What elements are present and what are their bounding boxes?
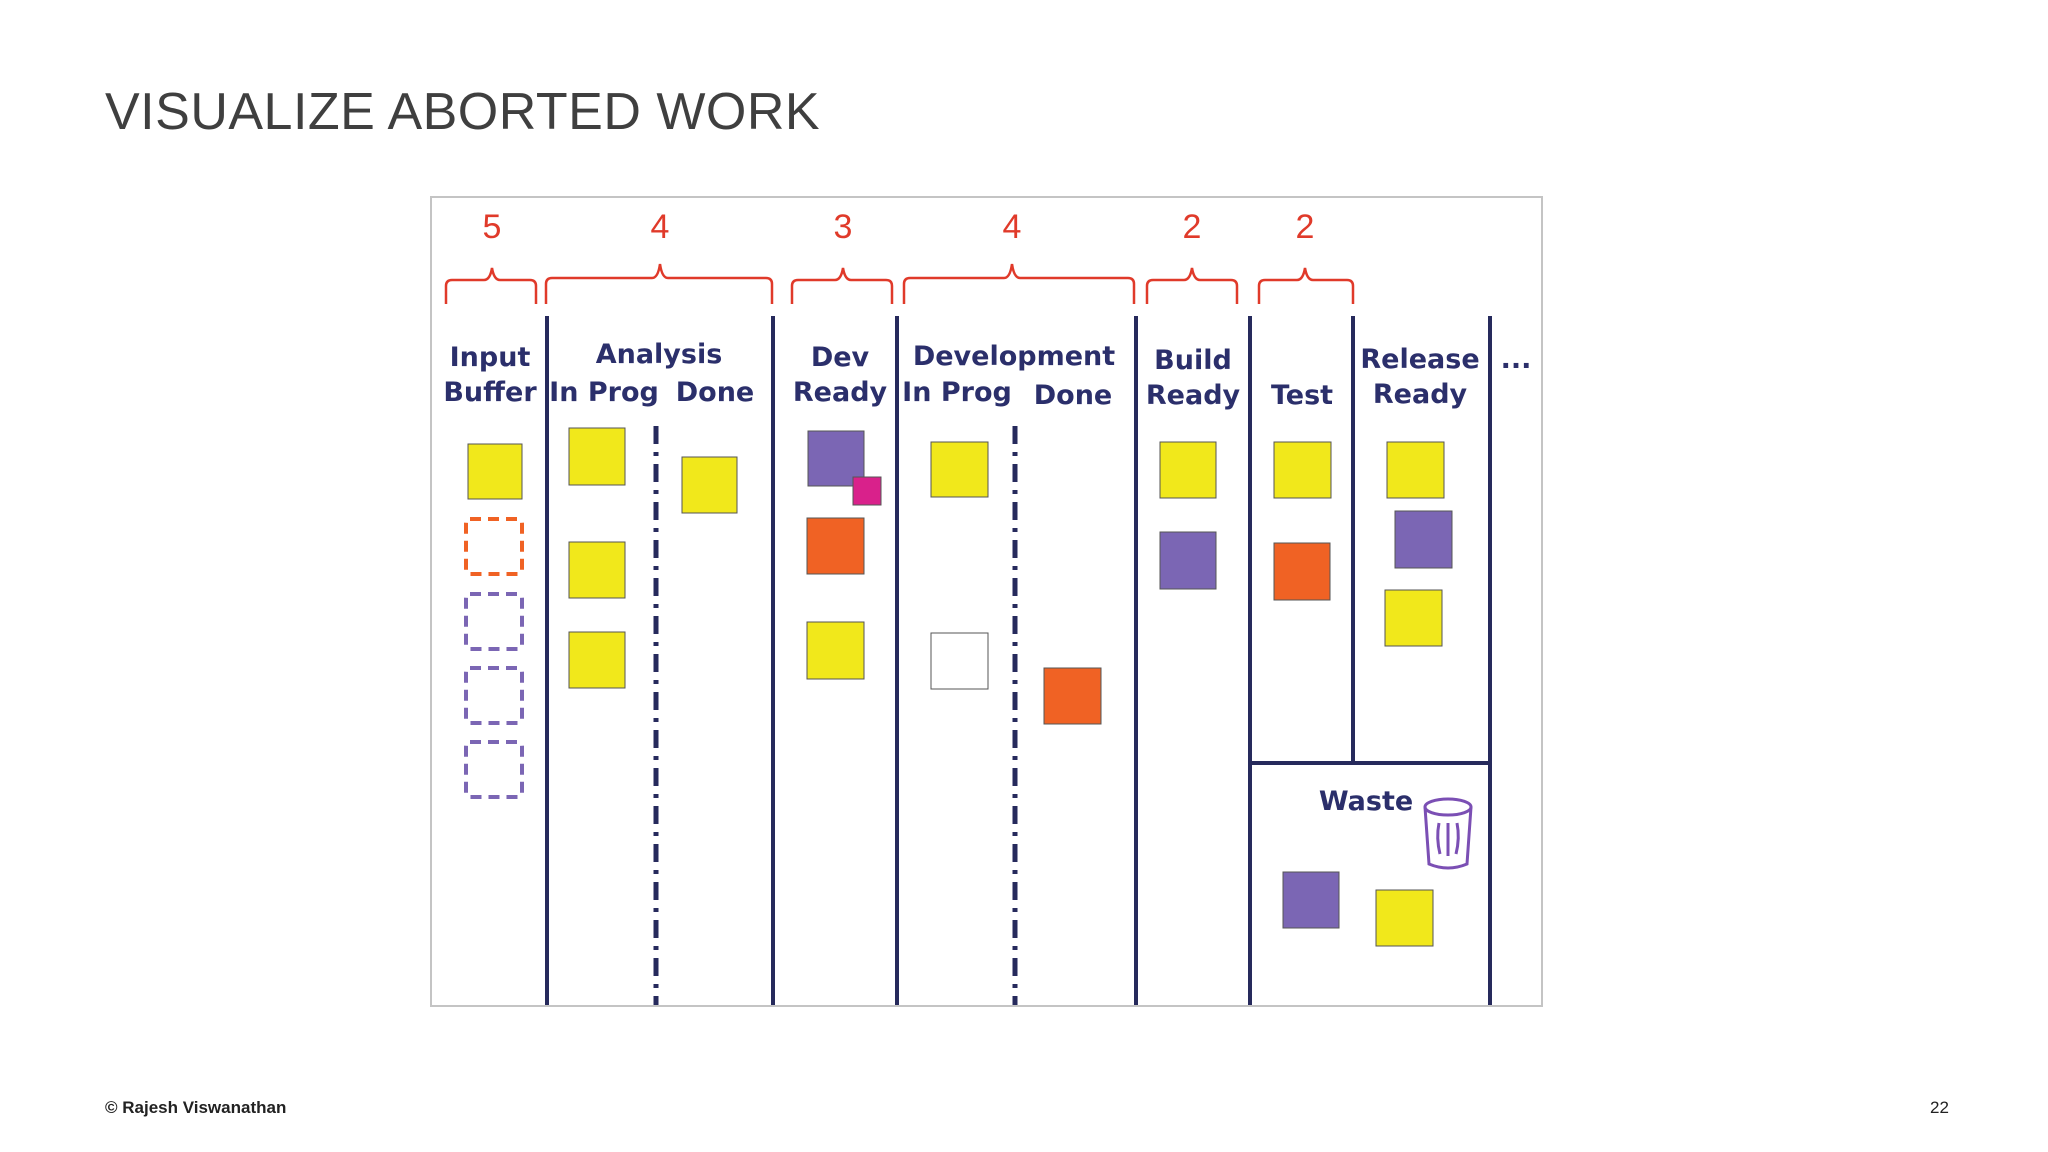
header-dev-ready: Ready <box>793 377 888 408</box>
brace-build-ready <box>1145 267 1239 304</box>
wip-limit-test: 2 <box>1296 208 1315 246</box>
header-development: Development <box>913 341 1115 372</box>
header-analysis-in-prog: In Prog <box>549 377 659 408</box>
header-input: Input <box>450 342 531 373</box>
wip-limit-development: 4 <box>1003 208 1022 246</box>
card-dev-ready-tag <box>852 476 882 506</box>
wip-limit-input-buffer: 5 <box>483 208 502 246</box>
card-analysis-in-prog-3 <box>568 631 626 689</box>
brace-test <box>1257 267 1355 304</box>
brace-dev-ready <box>790 267 894 304</box>
card-release-ready-1 <box>1386 441 1445 499</box>
card-input-buffer-1 <box>467 443 523 500</box>
brace-analysis <box>544 263 774 304</box>
card-input-buffer-placeholder-purple <box>464 592 524 651</box>
card-development-in-prog-1 <box>930 441 989 498</box>
page-number: 22 <box>1930 1098 1949 1117</box>
card-analysis-done-1 <box>681 456 738 514</box>
card-development-in-prog-2 <box>930 632 989 690</box>
slide-title: VISUALIZE ABORTED WORK <box>105 83 821 141</box>
card-dev-ready-2 <box>806 517 865 575</box>
header-waste: Waste <box>1319 786 1413 817</box>
wip-limit-analysis: 4 <box>651 208 670 246</box>
card-analysis-in-prog-2 <box>568 541 626 599</box>
card-build-ready-2 <box>1159 531 1217 590</box>
card-waste-1 <box>1282 871 1340 929</box>
header-buffer: Buffer <box>443 377 537 408</box>
footer-copyright: © Rajesh Viswanathan <box>105 1098 287 1117</box>
header-analysis-done: Done <box>676 377 755 408</box>
card-input-buffer-placeholder-purple <box>464 666 524 725</box>
header-dev: Dev <box>811 342 870 373</box>
header-analysis: Analysis <box>596 339 723 370</box>
card-dev-ready-3 <box>806 621 865 680</box>
header-development-done: Done <box>1034 380 1113 411</box>
header-test: Test <box>1271 380 1333 411</box>
card-release-ready-3 <box>1384 589 1443 647</box>
card-input-buffer-placeholder-purple <box>464 740 524 799</box>
header-build: Build <box>1154 345 1232 376</box>
card-test-2 <box>1273 542 1331 601</box>
header-release-ready: Ready <box>1373 379 1468 410</box>
brace-development <box>902 263 1136 304</box>
header-more: ... <box>1501 344 1532 375</box>
kanban-board-diagram: 5 4 3 4 2 2 <box>430 196 1543 1007</box>
brace-input-buffer <box>444 267 538 304</box>
card-input-buffer-placeholder-orange <box>464 517 524 576</box>
card-release-ready-2 <box>1394 510 1453 569</box>
trash-can-icon <box>1423 797 1473 870</box>
card-build-ready-1 <box>1159 441 1217 499</box>
card-waste-2 <box>1375 889 1434 947</box>
header-build-ready: Ready <box>1146 380 1241 411</box>
header-development-in-prog: In Prog <box>902 377 1012 408</box>
card-development-done-1 <box>1043 667 1102 725</box>
wip-limit-dev-ready: 3 <box>834 208 853 246</box>
card-analysis-in-prog-1 <box>568 427 626 486</box>
card-test-1 <box>1273 441 1332 499</box>
wip-limit-build-ready: 2 <box>1183 208 1202 246</box>
header-release: Release <box>1360 344 1479 375</box>
kanban-board-svg: 5 4 3 4 2 2 <box>443 208 1532 1005</box>
